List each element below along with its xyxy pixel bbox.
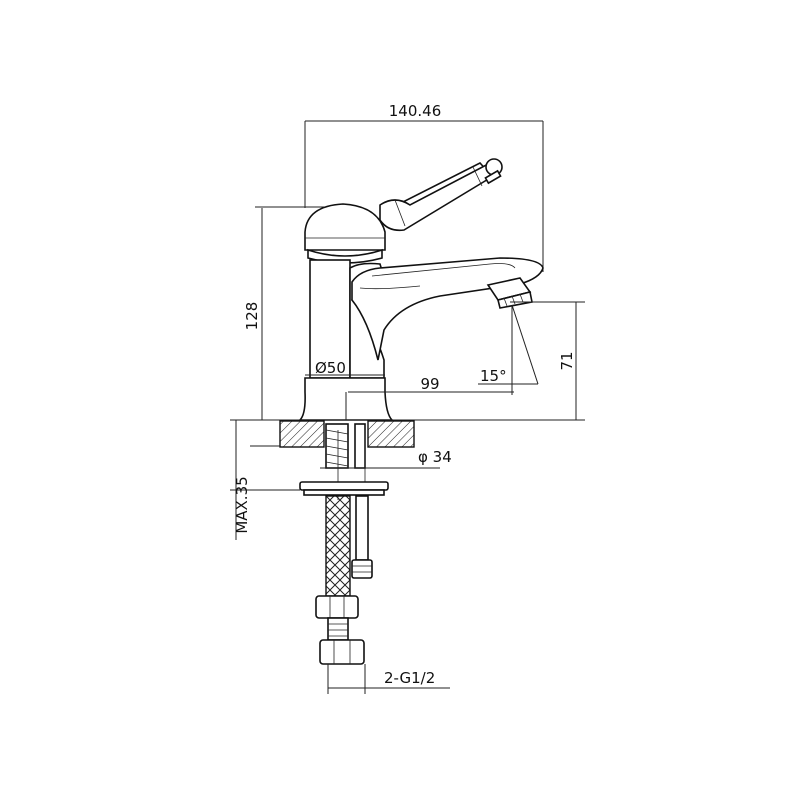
base-flange: Ø50 99 [250, 359, 585, 421]
threaded-shank: φ 34 [320, 423, 452, 500]
dimension-label-spout-reach: 99 [420, 375, 439, 393]
countertop-section [250, 420, 415, 448]
dimension-overall-reach: 140.46 [304, 102, 544, 272]
dimension-label-connection: 2-G1/2 [384, 669, 435, 687]
hose-fittings [315, 595, 365, 665]
dimension-label-shank-diameter: φ 34 [418, 448, 452, 466]
backnut: MAX.35 [230, 419, 389, 540]
dimension-spout-height: 71 [510, 301, 585, 420]
dimension-label-spout-height: 71 [558, 351, 576, 370]
handle-lever [379, 158, 503, 232]
dimension-label-overall-reach: 140.46 [389, 102, 442, 120]
dimension-label-spout-angle: 15° [480, 367, 507, 385]
spout [351, 257, 544, 361]
dimension-connection: 2-G1/2 [327, 664, 450, 694]
supply-hoses [325, 495, 373, 597]
dimension-label-height: 128 [243, 302, 261, 331]
dimension-label-max-thickness: MAX.35 [233, 476, 251, 533]
dimension-label-base-diameter: Ø50 [315, 359, 346, 377]
dimension-spout-angle: 15° [478, 304, 539, 395]
dimension-height: 128 [243, 206, 330, 420]
